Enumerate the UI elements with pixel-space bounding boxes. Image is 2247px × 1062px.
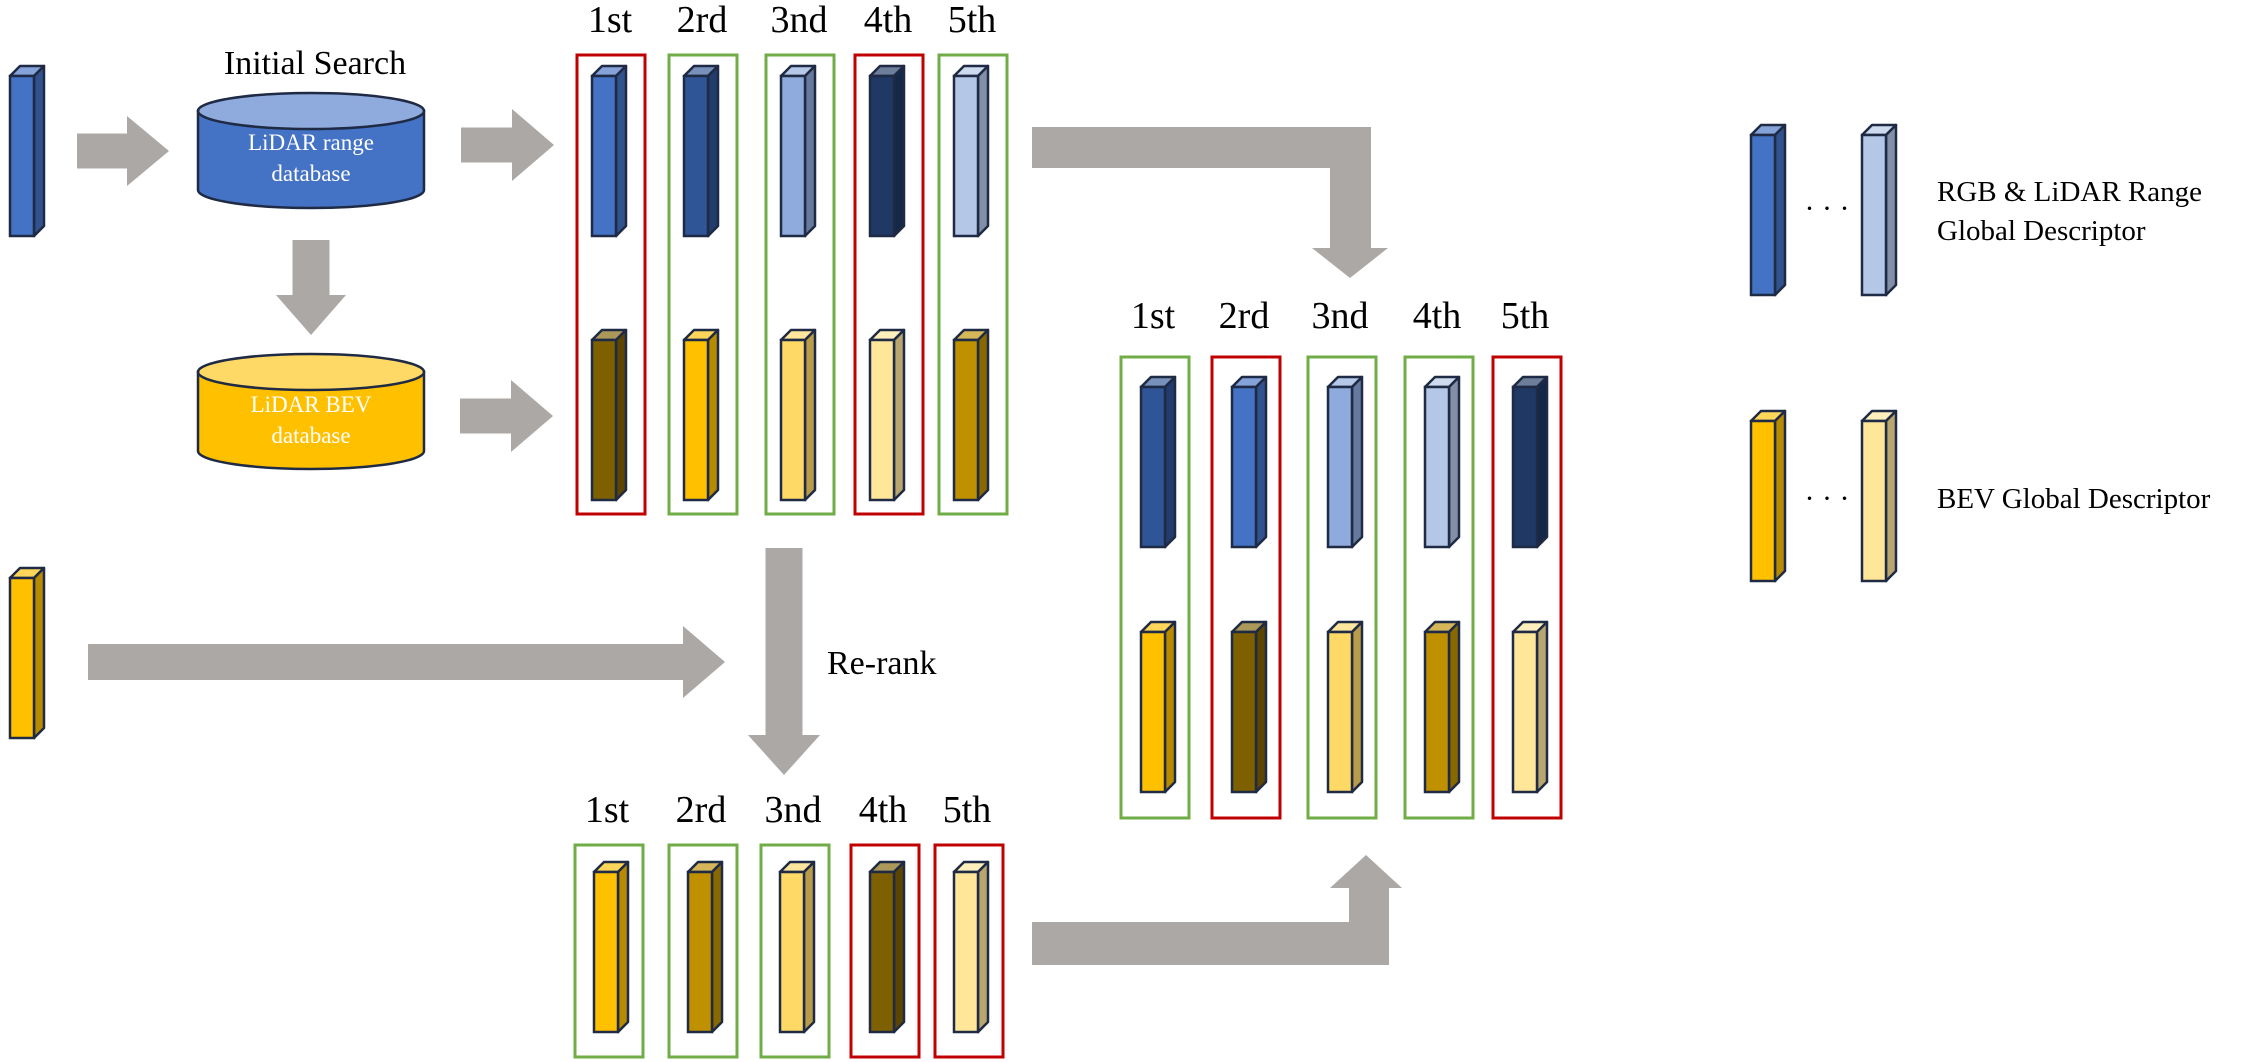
top-rank-label-1: 1st xyxy=(588,0,633,41)
legend-ellipsis-rgb: · · · xyxy=(1805,192,1850,225)
query-bev-bar xyxy=(8,566,46,740)
rerank-bev-bar-5 xyxy=(952,860,990,1034)
top-range-bar-2 xyxy=(682,64,720,238)
final-frame-4 xyxy=(1403,355,1475,820)
top-rank-label-3: 3nd xyxy=(771,0,828,41)
rerank-rank-label-5: 5th xyxy=(943,789,992,831)
final-rank-label-3: 3nd xyxy=(1312,295,1369,337)
top-rank-label-4: 4th xyxy=(864,0,913,41)
final-rank-label-5: 5th xyxy=(1501,295,1550,337)
final-range-bar-3 xyxy=(1326,375,1364,549)
top-rank-label-2: 2rd xyxy=(677,0,728,41)
arrow-query-to-range-db xyxy=(77,116,169,186)
legend-bev-bar-light xyxy=(1860,409,1898,583)
legend-rgb-bar-light xyxy=(1860,123,1898,297)
arrow-results-to-final xyxy=(1032,127,1388,278)
range-db-cylinder xyxy=(196,91,426,210)
legend-ellipsis-bev: · · · xyxy=(1805,482,1850,515)
legend-rgb-label-line2: Global Descriptor xyxy=(1937,215,2146,247)
top-candidate-frame-5 xyxy=(937,53,1009,516)
final-bev-bar-2 xyxy=(1230,620,1268,794)
legend xyxy=(1749,123,1898,583)
final-rank-label-2: 2rd xyxy=(1219,295,1270,337)
rerank-bev-bar-1 xyxy=(592,860,630,1034)
initial-search-title: Initial Search xyxy=(224,45,406,82)
arrow-range-db-to-results xyxy=(461,109,554,181)
legend-rgb-label-line1: RGB & LiDAR Range xyxy=(1937,176,2202,208)
final-range-bar-4 xyxy=(1423,375,1461,549)
range-db-label-line2: database xyxy=(271,161,350,186)
final-bev-bar-3 xyxy=(1326,620,1364,794)
bev-db-label-line2: database xyxy=(271,423,350,448)
final-bev-bar-4 xyxy=(1423,620,1461,794)
legend-bev-label: BEV Global Descriptor xyxy=(1937,483,2211,515)
top-range-bar-4 xyxy=(868,64,906,238)
top-range-bar-3 xyxy=(779,64,817,238)
final-results: 1st 2rd 3nd 4th 5th xyxy=(1119,295,1563,820)
arrow-query-bev-to-rerank xyxy=(88,626,725,698)
top-candidate-frame-4 xyxy=(853,53,925,516)
top-candidate-frame-2 xyxy=(667,53,739,516)
rerank-bev-bar-2 xyxy=(686,860,724,1034)
top-range-bar-1 xyxy=(590,64,628,238)
bev-db-cylinder xyxy=(196,352,426,471)
top-bev-bar-1 xyxy=(590,328,628,502)
query-range-descriptor xyxy=(8,64,46,238)
top-bev-bar-4 xyxy=(868,328,906,502)
rerank-rank-label-1: 1st xyxy=(585,789,630,831)
top-candidate-frame-3 xyxy=(764,53,836,516)
final-bev-bar-5 xyxy=(1511,620,1549,794)
top-range-bar-5 xyxy=(952,64,990,238)
lidar-range-database xyxy=(196,91,426,210)
range-db-label-line1: LiDAR range xyxy=(248,130,374,155)
query-bev-descriptor xyxy=(8,566,46,740)
top-rank-label-5: 5th xyxy=(948,0,997,41)
rerank-frame-1 xyxy=(573,843,645,1059)
top-bev-bar-2 xyxy=(682,328,720,502)
final-range-bar-5 xyxy=(1511,375,1549,549)
legend-bev-bar-dark xyxy=(1749,409,1787,583)
lidar-bev-database xyxy=(196,352,426,471)
arrow-range-to-bev-db xyxy=(276,240,346,335)
final-bev-bar-1 xyxy=(1139,620,1177,794)
final-frame-3 xyxy=(1306,355,1378,820)
rerank-frame-2 xyxy=(667,843,739,1059)
rerank-frame-3 xyxy=(759,843,831,1059)
legend-rgb-bar-dark xyxy=(1749,123,1787,297)
bev-db-label-line1: LiDAR BEV xyxy=(251,392,372,417)
rerank-bev-bar-4 xyxy=(868,860,906,1034)
rerank-rank-label-3: 3nd xyxy=(765,789,822,831)
final-range-bar-1 xyxy=(1139,375,1177,549)
rerank-rank-label-4: 4th xyxy=(859,789,908,831)
final-frame-2 xyxy=(1210,355,1282,820)
rerank-frame-5 xyxy=(933,843,1005,1059)
arrow-down-rerank xyxy=(748,548,820,775)
rerank-bev-bar-3 xyxy=(778,860,816,1034)
final-rank-label-4: 4th xyxy=(1413,295,1462,337)
arrow-rerank-to-final xyxy=(1032,855,1402,965)
final-range-bar-2 xyxy=(1230,375,1268,549)
rerank-frame-4 xyxy=(849,843,921,1059)
rerank-rank-label-2: 2rd xyxy=(676,789,727,831)
top-bev-bar-3 xyxy=(779,328,817,502)
rerank-label: Re-rank xyxy=(827,645,937,682)
final-frame-5 xyxy=(1491,355,1563,820)
arrows xyxy=(77,109,1402,965)
query-range-bar xyxy=(8,64,46,238)
final-frame-1 xyxy=(1119,355,1191,820)
reranked-bev-results: 1st 2rd 3nd 4th 5th xyxy=(573,789,1005,1059)
arrow-bev-db-to-results xyxy=(460,380,553,452)
final-rank-label-1: 1st xyxy=(1131,295,1176,337)
initial-search-results: 1st 2rd 3nd 4th 5th xyxy=(575,0,1009,516)
top-bev-bar-5 xyxy=(952,328,990,502)
top-candidate-frame-1 xyxy=(575,53,647,516)
